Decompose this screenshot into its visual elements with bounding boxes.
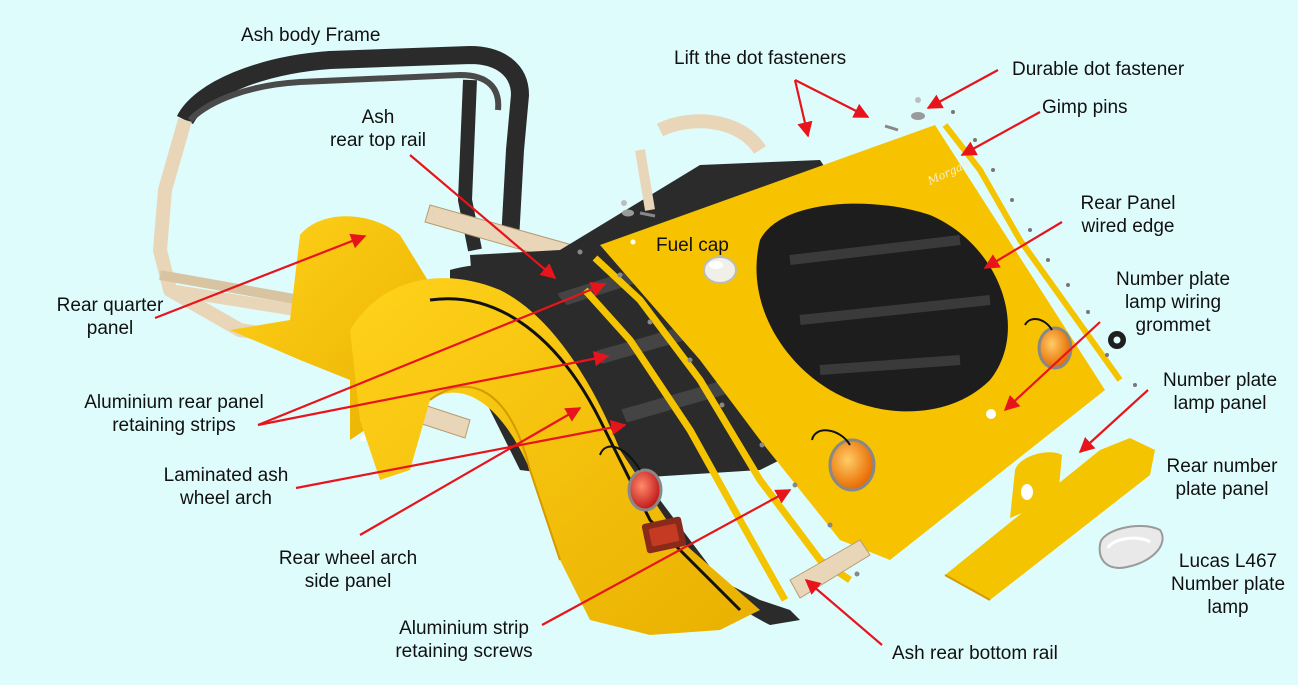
leader-retaining-strips-b xyxy=(257,351,610,427)
label-gimp-pins: Gimp pins xyxy=(1042,97,1128,118)
label-durable-dot-fastener: Durable dot fastener xyxy=(1012,59,1185,80)
label-aluminium-rear-panel-retaining-strips: Aluminium rear panel retaining strips xyxy=(84,392,264,436)
label-ash-rear-top-rail: Ash rear top rail xyxy=(329,107,427,151)
laminated-ash-wheel-arch xyxy=(450,264,800,625)
rear-number-plate-panel xyxy=(944,438,1155,601)
fuel-cap xyxy=(703,256,737,284)
leader-durable-dot xyxy=(926,69,999,109)
gimp-pins xyxy=(951,110,1137,387)
leader-rear-quarter-panel xyxy=(154,233,367,320)
rear-panel xyxy=(600,125,1105,560)
leader-rear-wheel-arch-side-panel xyxy=(359,407,582,536)
leader-retaining-strips-a xyxy=(257,282,607,427)
leader-ash-rear-bottom-rail xyxy=(804,578,883,646)
leader-grommet xyxy=(1003,321,1101,412)
label-lift-the-dot-fasteners: Lift the dot fasteners xyxy=(674,48,847,69)
ash-rear-bottom-rail xyxy=(789,539,871,599)
leader-number-plate-lamp-panel xyxy=(1078,389,1149,454)
side-reflector xyxy=(641,516,687,554)
label-rear-wheel-arch-side-panel: Rear wheel arch side panel xyxy=(278,548,418,592)
leader-gimp-pins xyxy=(960,111,1041,156)
label-number-plate-lamp-panel: Number plate lamp panel xyxy=(1162,370,1278,414)
strip-retaining-screws xyxy=(577,249,860,577)
leader-lines xyxy=(154,69,1149,646)
leader-laminated-ash-wheel-arch xyxy=(295,420,627,490)
label-rear-panel-wired-edge: Rear Panel wired edge xyxy=(1080,193,1176,237)
label-aluminium-strip-retaining-screws: Aluminium strip retaining screws xyxy=(395,618,533,662)
label-ash-body-frame: Ash body Frame xyxy=(241,25,381,46)
rear-panel-lamp-right xyxy=(1024,318,1073,370)
label-lucas-l467-number-plate-lamp: Lucas L467 Number plate lamp xyxy=(1170,551,1286,618)
label-fuel-cap: Fuel cap xyxy=(656,235,729,256)
label-rear-quarter-panel: Rear quarter panel xyxy=(56,295,164,339)
leader-lift-dot-b xyxy=(794,79,870,118)
lucas-l467-lamp xyxy=(1098,525,1164,570)
label-laminated-ash-wheel-arch: Laminated ash wheel arch xyxy=(163,465,289,509)
label-number-plate-lamp-wiring-grommet: Number plate lamp wiring grommet xyxy=(1115,269,1231,336)
leader-lift-dot-a xyxy=(793,79,813,138)
rear-panel-lamp-left xyxy=(811,429,876,492)
leader-rear-panel-wired-edge xyxy=(983,221,1063,269)
dot-fasteners xyxy=(621,97,925,218)
leader-ash-rear-top-rail xyxy=(409,154,557,279)
side-tail-lamp xyxy=(599,445,663,512)
wiring-grommet xyxy=(1108,331,1126,349)
label-ash-rear-bottom-rail: Ash rear bottom rail xyxy=(892,643,1058,664)
label-rear-number-plate-panel: Rear number plate panel xyxy=(1166,456,1278,500)
leader-aluminium-strip-screws xyxy=(541,489,792,626)
